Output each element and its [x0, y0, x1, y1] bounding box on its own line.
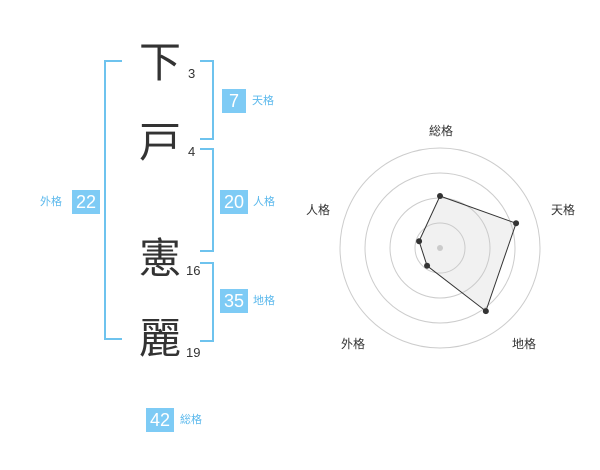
name-char-1: 下	[138, 38, 181, 87]
chikaku-bracket	[200, 262, 214, 342]
gaikaku-bracket	[104, 60, 122, 340]
radar-label-tenkaku: 天格	[551, 203, 576, 217]
gaikaku-badge: 22	[72, 190, 100, 214]
stroke-count-4: 19	[186, 345, 201, 360]
radar-point-4	[424, 262, 431, 269]
chikaku-badge: 35	[220, 289, 248, 313]
jinkaku-bracket	[200, 148, 214, 252]
radar-ring	[364, 172, 516, 324]
name-char-3: 憲	[138, 234, 181, 283]
stroke-count-1: 3	[188, 66, 196, 81]
radar-point-1	[437, 193, 443, 199]
radar-center	[437, 245, 443, 251]
radar-point-2	[513, 220, 520, 227]
radar-label-soukaku: 総格	[429, 124, 454, 138]
soukaku-label: 総格	[180, 413, 202, 426]
radar-point-5	[416, 238, 423, 245]
stroke-count-2: 4	[188, 144, 196, 159]
radar-label-gaikaku: 外格	[341, 337, 366, 351]
radar-chart	[339, 147, 541, 349]
radar-label-jinkaku: 人格	[306, 203, 331, 217]
stroke-count-3: 16	[186, 263, 201, 278]
jinkaku-label: 人格	[253, 195, 275, 208]
tenkaku-badge: 7	[222, 89, 246, 113]
radar-ring	[339, 147, 541, 349]
radar-polygon	[418, 195, 517, 312]
radar-label-chikaku: 地格	[512, 337, 537, 351]
name-char-4: 麗	[138, 314, 181, 363]
gaikaku-label: 外格	[40, 195, 62, 208]
tenkaku-bracket	[200, 60, 214, 140]
chikaku-label: 地格	[253, 294, 275, 307]
name-char-2: 戸	[138, 118, 181, 167]
radar-point-3	[482, 308, 489, 315]
soukaku-badge: 42	[146, 408, 174, 432]
jinkaku-badge: 20	[220, 190, 248, 214]
tenkaku-label: 天格	[252, 94, 274, 107]
radar-ring	[414, 222, 466, 274]
